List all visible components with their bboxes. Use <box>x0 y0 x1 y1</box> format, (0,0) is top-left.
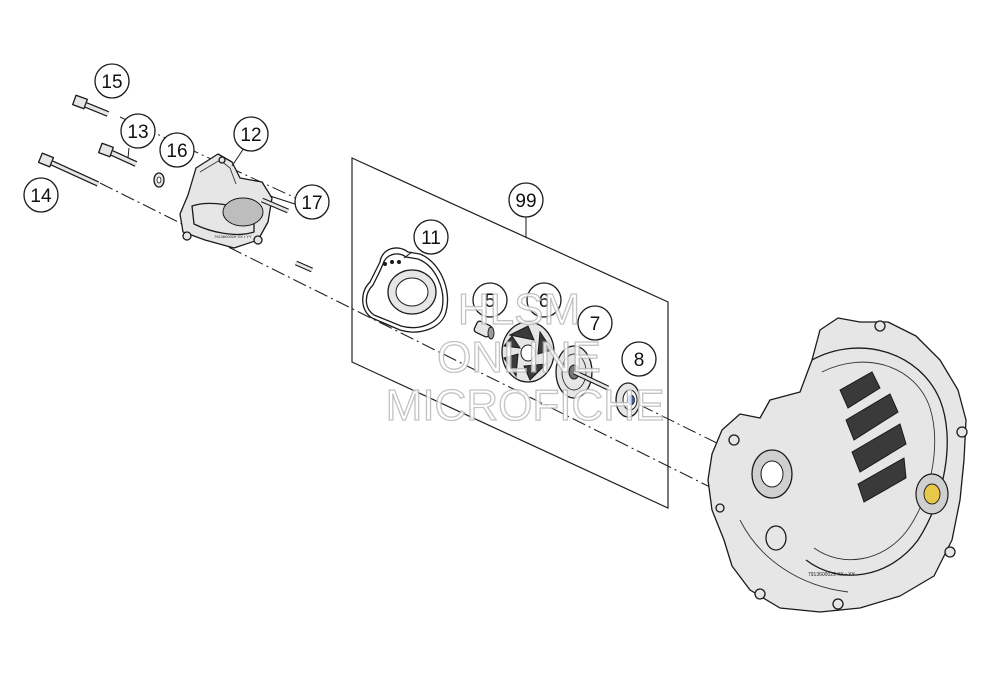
callout-6: 6 <box>526 282 562 318</box>
sleeve-5 <box>473 320 495 340</box>
svg-text:12: 12 <box>240 125 261 146</box>
pump-shaft-7 <box>555 345 610 399</box>
svg-text:16: 16 <box>166 141 187 162</box>
callout-99: 99 <box>508 182 544 218</box>
svg-text:7: 7 <box>590 314 601 335</box>
svg-text:14: 14 <box>30 186 52 207</box>
svg-text:13: 13 <box>127 122 148 143</box>
watermark: HLSM ONLINE MICROFICHE <box>385 284 665 430</box>
pump-cover-12: 7913600029 XX • YY <box>179 153 273 249</box>
watermark-line-2: ONLINE <box>437 333 601 382</box>
watermark-line-1: HLSM <box>458 285 580 334</box>
callout-14: 14 <box>23 177 59 213</box>
clutch-cover: 7913600029 XX • YY <box>707 317 968 613</box>
assembly-axis-bearing <box>639 404 736 453</box>
svg-text:6: 6 <box>539 291 550 312</box>
svg-text:15: 15 <box>101 72 122 93</box>
callout-16: 16 <box>159 132 195 168</box>
callout-11: 11 <box>413 219 449 255</box>
callout-8: 8 <box>621 341 657 377</box>
bolt-15 <box>72 94 110 117</box>
callout-13: 13 <box>120 113 156 149</box>
gasket-11 <box>362 247 449 333</box>
leader-lines <box>127 147 527 259</box>
svg-text:17: 17 <box>301 193 322 214</box>
bolt-13 <box>98 142 138 167</box>
callout-15: 15 <box>94 63 130 99</box>
housing-marking: 7913600029 XX • YY <box>214 234 252 239</box>
impeller-6 <box>501 321 555 383</box>
case-marking: 7913600029 XX • YY <box>808 572 856 578</box>
callout-12: 12 <box>233 116 269 152</box>
bolt-14 <box>37 152 100 187</box>
callout-17: 17 <box>294 184 330 220</box>
dowel-pin-17 <box>261 197 289 214</box>
watermark-line-3: MICROFICHE <box>386 381 665 430</box>
callout-5: 5 <box>472 282 508 318</box>
bearing-8 <box>615 382 641 418</box>
small-pin <box>294 260 314 273</box>
svg-text:8: 8 <box>634 350 645 371</box>
svg-text:11: 11 <box>421 228 441 249</box>
kit-frame <box>351 157 669 509</box>
washer-16 <box>153 172 165 188</box>
svg-text:5: 5 <box>485 291 496 312</box>
svg-text:99: 99 <box>515 191 536 212</box>
callout-7: 7 <box>577 305 613 341</box>
